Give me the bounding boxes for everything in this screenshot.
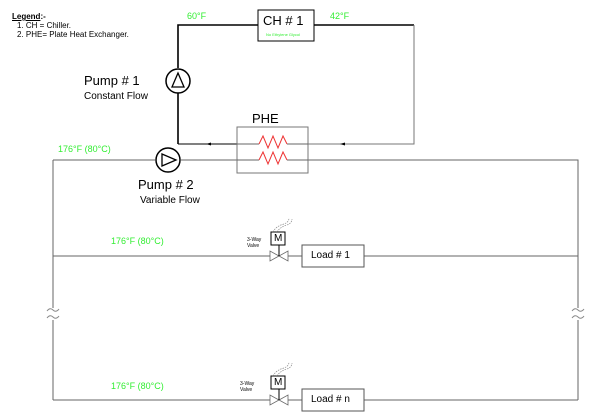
valve-right-triangle-icon [278, 250, 289, 262]
valve-right-triangle-icon [278, 394, 289, 406]
branch1-actuator-label: M [274, 233, 283, 244]
branch1-temp: 176°F (80°C) [111, 236, 164, 246]
phe-hot-outlet-pipe [308, 159, 579, 308]
chiller-supply-down-pipe [308, 25, 415, 145]
plate-heat-exchanger [236, 126, 309, 174]
pump2-triangle-icon [161, 153, 178, 167]
pump2-subtitle: Variable Flow [140, 195, 200, 206]
legend-title: Legend [12, 12, 41, 21]
pump1-title: Pump # 1 [84, 73, 140, 88]
signal-wire-icon [272, 361, 290, 377]
valve-left-triangle-icon [269, 394, 280, 406]
pump2-symbol [155, 147, 181, 173]
chiller-loop-piping [177, 24, 415, 145]
legend-item: 1. CH = Chiller. [17, 21, 72, 30]
actuator-box [270, 231, 286, 246]
phe-label: PHE [252, 111, 279, 126]
phe-coil-bottom-icon [258, 150, 288, 166]
chiller-box [257, 9, 315, 42]
flow-arrow-icon [340, 142, 345, 146]
hot-supply-temp: 176°F (80°C) [58, 144, 111, 154]
pump1-symbol [165, 68, 191, 94]
pipe-break-left-icon [46, 308, 60, 319]
branchn-valve-label: 3-Way Valve [240, 381, 254, 393]
valve-left-triangle-icon [269, 250, 280, 262]
legend: Legend:- 1. CH = Chiller. 2. PHE= Plate … [12, 12, 129, 39]
phe-coil-top-icon [258, 134, 288, 150]
valve-label-line: Valve [240, 387, 253, 393]
branchn-actuator-label: M [274, 377, 283, 388]
loadn-label: Load # n [311, 394, 350, 405]
loadn-box [301, 388, 365, 412]
branch1-valve-label: 3-Way Valve [247, 237, 261, 249]
branchn-temp: 176°F (80°C) [111, 381, 164, 391]
pump2-title: Pump # 2 [138, 177, 194, 192]
pump1-subtitle: Constant Flow [84, 91, 148, 102]
load1-label: Load # 1 [311, 250, 350, 261]
pipe-break-right-icon [571, 308, 585, 319]
valve-label-line: Valve [247, 243, 260, 249]
phe-box [236, 126, 309, 174]
hot-loop-piping [52, 159, 579, 401]
legend-item: 2. PHE= Plate Heat Exchanger. [17, 30, 129, 39]
actuator-box [270, 375, 286, 390]
load1-box [301, 244, 365, 268]
valve-label-line: 3-Way [247, 237, 262, 243]
chiller-supply-temp: 42°F [330, 11, 350, 21]
flow-arrow-icon [206, 142, 211, 146]
legend-title-suffix: :- [40, 12, 46, 21]
chiller-return-pipe [177, 24, 258, 68]
branch1-three-way-valve [269, 217, 365, 268]
chiller-sublabel: No Ethylene Glycol [266, 32, 301, 37]
chiller-label: CH # 1 [263, 13, 304, 28]
signal-wire-icon [272, 217, 290, 233]
chiller-return-temp: 60°F [187, 11, 207, 21]
valve-label-line: 3-Way [240, 381, 255, 387]
pump1-triangle-icon [171, 71, 185, 88]
branchn-three-way-valve [269, 361, 365, 412]
